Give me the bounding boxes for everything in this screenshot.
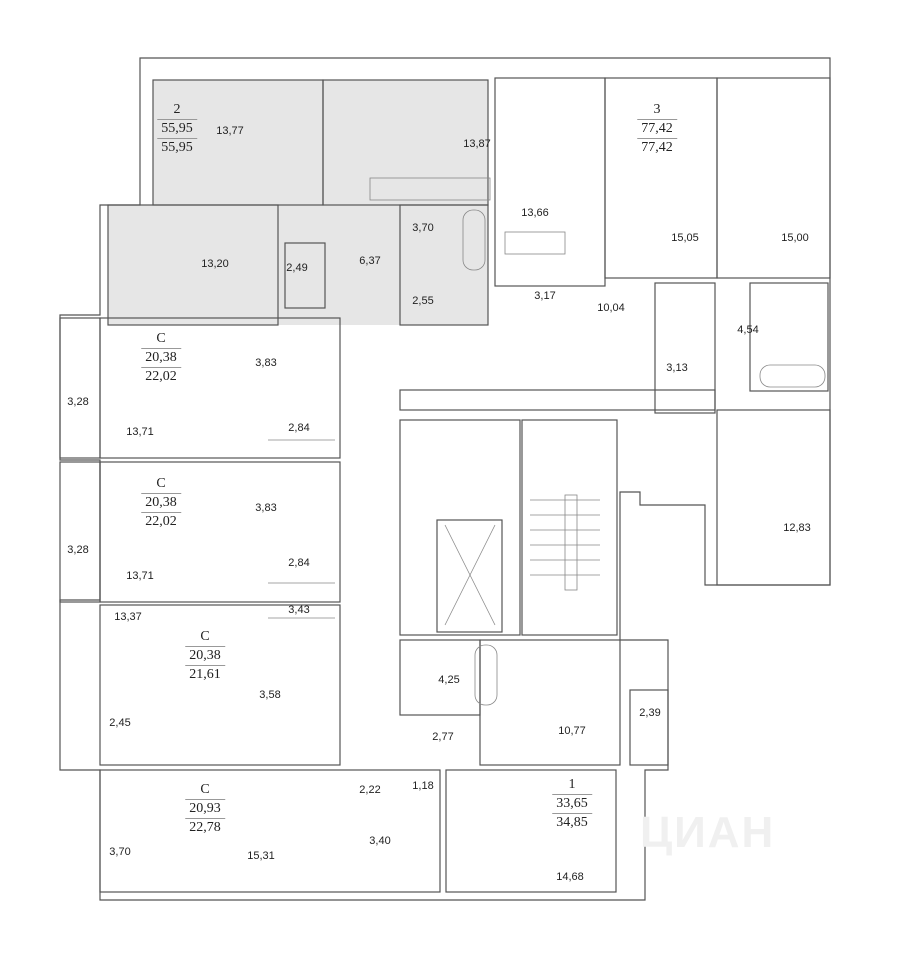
room-area: 2,84 bbox=[288, 422, 310, 434]
highlighted-apartment-2-fill bbox=[108, 80, 488, 325]
apartment-total-area: 55,95 bbox=[161, 140, 193, 155]
apartment-total-area: 77,42 bbox=[641, 140, 673, 155]
room-area: 15,31 bbox=[247, 850, 275, 862]
apartment-type: C bbox=[141, 330, 181, 349]
studio-summary: C 20,38 22,02 bbox=[141, 475, 181, 531]
room-area: 2,84 bbox=[288, 557, 310, 569]
apartment-living-area: 55,95 bbox=[157, 120, 197, 139]
room-area: 3,28 bbox=[67, 544, 89, 556]
apartment-type: 1 bbox=[552, 776, 592, 795]
apartment-total-area: 21,61 bbox=[189, 667, 221, 682]
apartment-3-summary: 3 77,42 77,42 bbox=[637, 101, 677, 157]
room-area: 15,05 bbox=[671, 232, 699, 244]
apartment-total-area: 22,78 bbox=[189, 820, 221, 835]
room-area: 3,13 bbox=[666, 362, 688, 374]
room-area: 6,37 bbox=[359, 255, 381, 267]
apartment-living-area: 33,65 bbox=[552, 795, 592, 814]
room-area: 13,77 bbox=[216, 125, 244, 137]
room-area: 13,37 bbox=[114, 611, 142, 623]
apartment-total-area: 22,02 bbox=[145, 369, 177, 384]
room-area: 3,83 bbox=[255, 502, 277, 514]
room-area: 13,71 bbox=[126, 570, 154, 582]
room-area: 2,45 bbox=[109, 717, 131, 729]
room-area: 10,04 bbox=[597, 302, 625, 314]
room-area: 3,40 bbox=[369, 835, 391, 847]
room-area: 13,87 bbox=[463, 138, 491, 150]
apartment-living-area: 77,42 bbox=[637, 120, 677, 139]
apartment-type: C bbox=[141, 475, 181, 494]
room-area: 4,25 bbox=[438, 674, 460, 686]
apartment-2-summary: 2 55,95 55,95 bbox=[157, 101, 197, 157]
room-area: 10,77 bbox=[558, 725, 586, 737]
room-area: 2,39 bbox=[639, 707, 661, 719]
studio-summary: C 20,38 22,02 bbox=[141, 330, 181, 386]
studio-summary: C 20,38 21,61 bbox=[185, 628, 225, 684]
apartment-total-area: 34,85 bbox=[556, 815, 588, 830]
room-area: 3,70 bbox=[109, 846, 131, 858]
room-area: 2,55 bbox=[412, 295, 434, 307]
studio-summary: C 20,93 22,78 bbox=[185, 781, 225, 837]
room-area: 13,20 bbox=[201, 258, 229, 270]
room-area: 2,22 bbox=[359, 784, 381, 796]
room-area: 3,43 bbox=[288, 604, 310, 616]
apartment-total-area: 22,02 bbox=[145, 514, 177, 529]
room-area: 2,49 bbox=[286, 262, 308, 274]
outer-walls bbox=[59, 57, 831, 901]
apartment-living-area: 20,38 bbox=[141, 494, 181, 513]
apartment-living-area: 20,38 bbox=[141, 349, 181, 368]
fixtures bbox=[268, 177, 826, 706]
room-area: 2,77 bbox=[432, 731, 454, 743]
apartment-living-area: 20,93 bbox=[185, 800, 225, 819]
apartment-1-summary: 1 33,65 34,85 bbox=[552, 776, 592, 832]
room-area: 14,68 bbox=[556, 871, 584, 883]
room-area: 3,70 bbox=[412, 222, 434, 234]
room-area: 3,28 bbox=[67, 396, 89, 408]
apartment-type: 3 bbox=[637, 101, 677, 120]
room-area: 1,18 bbox=[412, 780, 434, 792]
room-area: 4,54 bbox=[737, 324, 759, 336]
room-area: 12,83 bbox=[783, 522, 811, 534]
room-area: 15,00 bbox=[781, 232, 809, 244]
apartment-type: C bbox=[185, 781, 225, 800]
apartment-type: C bbox=[185, 628, 225, 647]
apartment-living-area: 20,38 bbox=[185, 647, 225, 666]
room-area: 13,66 bbox=[521, 207, 549, 219]
room-area: 3,83 bbox=[255, 357, 277, 369]
room-area: 3,58 bbox=[259, 689, 281, 701]
apartment-type: 2 bbox=[157, 101, 197, 120]
room-area: 3,17 bbox=[534, 290, 556, 302]
watermark-logo: ЦИАН bbox=[640, 808, 776, 857]
room-area: 13,71 bbox=[126, 426, 154, 438]
